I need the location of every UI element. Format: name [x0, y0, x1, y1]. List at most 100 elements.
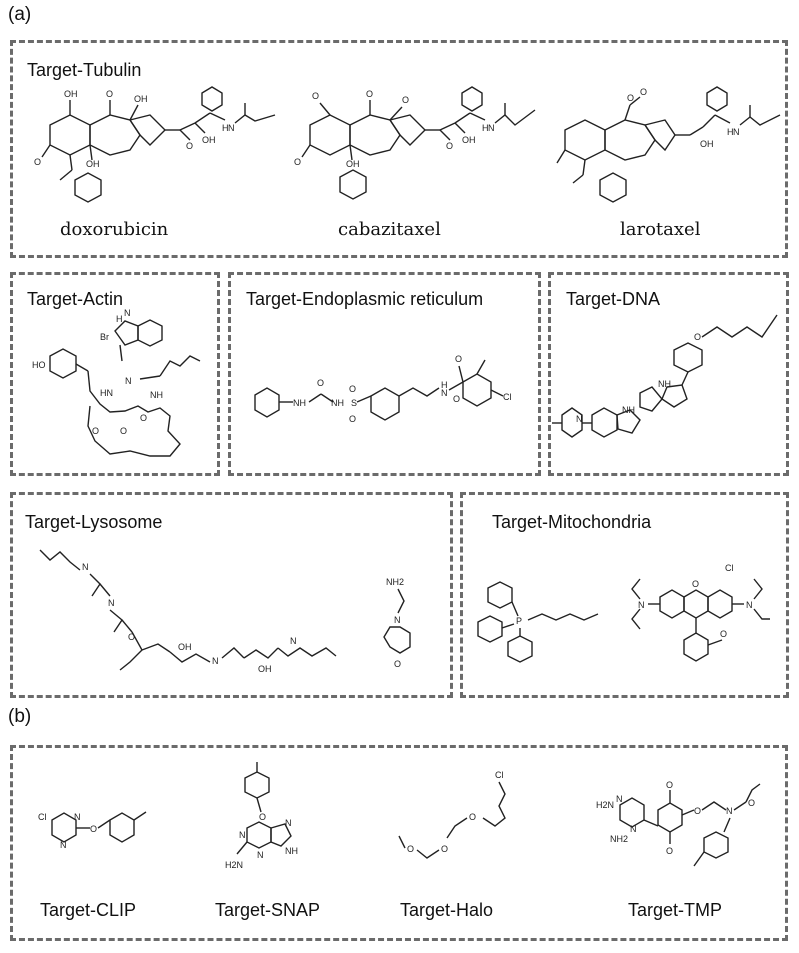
svg-text:Cl: Cl	[725, 563, 734, 573]
halo-structure: Cl O O O	[398, 770, 506, 859]
svg-text:NH2: NH2	[610, 834, 628, 844]
svg-text:N: N	[60, 840, 67, 850]
svg-text:O: O	[120, 426, 127, 436]
svg-text:O: O	[748, 798, 755, 808]
svg-text:S: S	[351, 398, 357, 408]
actin-probe-structure: HN Br HO HN N NH O O O	[32, 308, 201, 457]
svg-text:O: O	[366, 89, 373, 99]
svg-text:O: O	[34, 157, 41, 167]
svg-text:P: P	[516, 616, 522, 626]
svg-text:O: O	[140, 413, 147, 423]
svg-text:O: O	[407, 844, 414, 854]
tmp-structure: H2N NN NH2 O O O N O	[596, 780, 761, 867]
svg-text:H: H	[727, 127, 734, 137]
svg-text:N: N	[239, 830, 246, 840]
svg-text:O: O	[90, 824, 97, 834]
svg-text:N: N	[290, 636, 297, 646]
svg-text:O: O	[455, 354, 462, 364]
morpholine-structure: NH2 N O	[383, 577, 411, 669]
svg-text:N: N	[124, 308, 131, 318]
svg-text:N: N	[257, 850, 264, 860]
lysosome-box	[10, 492, 453, 698]
svg-text:OH: OH	[700, 139, 714, 149]
svg-text:N: N	[74, 812, 81, 822]
svg-text:O: O	[394, 659, 401, 669]
tags-box	[10, 745, 788, 941]
svg-text:O: O	[128, 632, 135, 642]
svg-text:N: N	[212, 656, 219, 666]
svg-text:N: N	[125, 376, 132, 386]
panel-a-label: (a)	[8, 4, 32, 25]
dna-probe-structure: O NH NH N	[552, 314, 778, 438]
tag-snap-label: Target-SNAP	[215, 900, 321, 920]
svg-text:NH2: NH2	[386, 577, 404, 587]
svg-text:N: N	[441, 388, 448, 398]
drug-name-cabazitaxel: cabazitaxel	[338, 219, 441, 240]
er-title: Target-Endoplasmic reticulum	[246, 289, 484, 309]
svg-text:O: O	[666, 846, 673, 856]
svg-text:Cl: Cl	[495, 770, 504, 780]
svg-text:O: O	[349, 384, 356, 394]
svg-text:OH: OH	[258, 664, 272, 674]
snap-structure: O NNH NN H2N	[225, 762, 298, 870]
er-probe-structure: NH O NH S OO HN O O Cl	[254, 354, 512, 424]
svg-text:N: N	[108, 598, 115, 608]
svg-text:O: O	[312, 91, 319, 101]
svg-text:Cl: Cl	[38, 812, 47, 822]
dna-box	[548, 272, 789, 476]
svg-text:O: O	[692, 579, 699, 589]
svg-text:N: N	[285, 818, 292, 828]
svg-text:H2N: H2N	[596, 800, 614, 810]
tag-clip-label: Target-CLIP	[40, 900, 137, 920]
tpp-structure: P	[477, 581, 599, 663]
svg-text:O: O	[469, 812, 476, 822]
svg-text:N: N	[394, 615, 401, 625]
dna-title: Target-DNA	[566, 289, 661, 309]
svg-text:N: N	[638, 600, 645, 610]
er-box	[228, 272, 541, 476]
svg-text:OH: OH	[178, 642, 192, 652]
svg-text:OH: OH	[462, 135, 476, 145]
svg-text:O: O	[349, 414, 356, 424]
svg-text:N: N	[488, 123, 495, 133]
svg-text:OH: OH	[202, 135, 216, 145]
svg-text:NH: NH	[150, 390, 163, 400]
svg-text:OH: OH	[134, 94, 148, 104]
svg-text:NH: NH	[293, 398, 306, 408]
svg-text:O: O	[640, 87, 647, 97]
svg-text:O: O	[453, 394, 460, 404]
tag-halo-label: Target-Halo	[400, 900, 494, 920]
svg-text:NH: NH	[285, 846, 298, 856]
svg-text:O: O	[92, 426, 99, 436]
svg-text:O: O	[720, 629, 727, 639]
oh-label: OH	[64, 89, 78, 99]
svg-text:N: N	[746, 600, 753, 610]
svg-text:OH: OH	[86, 159, 100, 169]
svg-text:NH: NH	[658, 379, 671, 389]
actin-title: Target-Actin	[27, 289, 124, 309]
svg-text:N: N	[726, 806, 733, 816]
svg-text:H: H	[222, 123, 229, 133]
svg-text:N: N	[228, 123, 235, 133]
svg-text:O: O	[694, 806, 701, 816]
mitochondria-title: Target-Mitochondria	[492, 512, 652, 532]
svg-text:Cl: Cl	[503, 392, 512, 402]
svg-text:N: N	[576, 414, 583, 424]
svg-text:O: O	[666, 780, 673, 790]
svg-text:H: H	[116, 314, 123, 324]
tubulin-title: Target-Tubulin	[27, 60, 142, 80]
svg-text:O: O	[106, 89, 113, 99]
svg-text:N: N	[616, 794, 623, 804]
svg-text:H: H	[482, 123, 489, 133]
drug-name-doxorubicin: doxorubicin	[60, 219, 169, 240]
drug-name-larotaxel: larotaxel	[620, 219, 701, 240]
svg-text:O: O	[317, 378, 324, 388]
clip-structure: Cl N N O	[38, 811, 147, 850]
svg-text:O: O	[441, 844, 448, 854]
svg-text:O: O	[186, 141, 193, 151]
tag-tmp-label: Target-TMP	[628, 900, 723, 920]
svg-text:N: N	[733, 127, 740, 137]
svg-text:OH: OH	[346, 159, 360, 169]
